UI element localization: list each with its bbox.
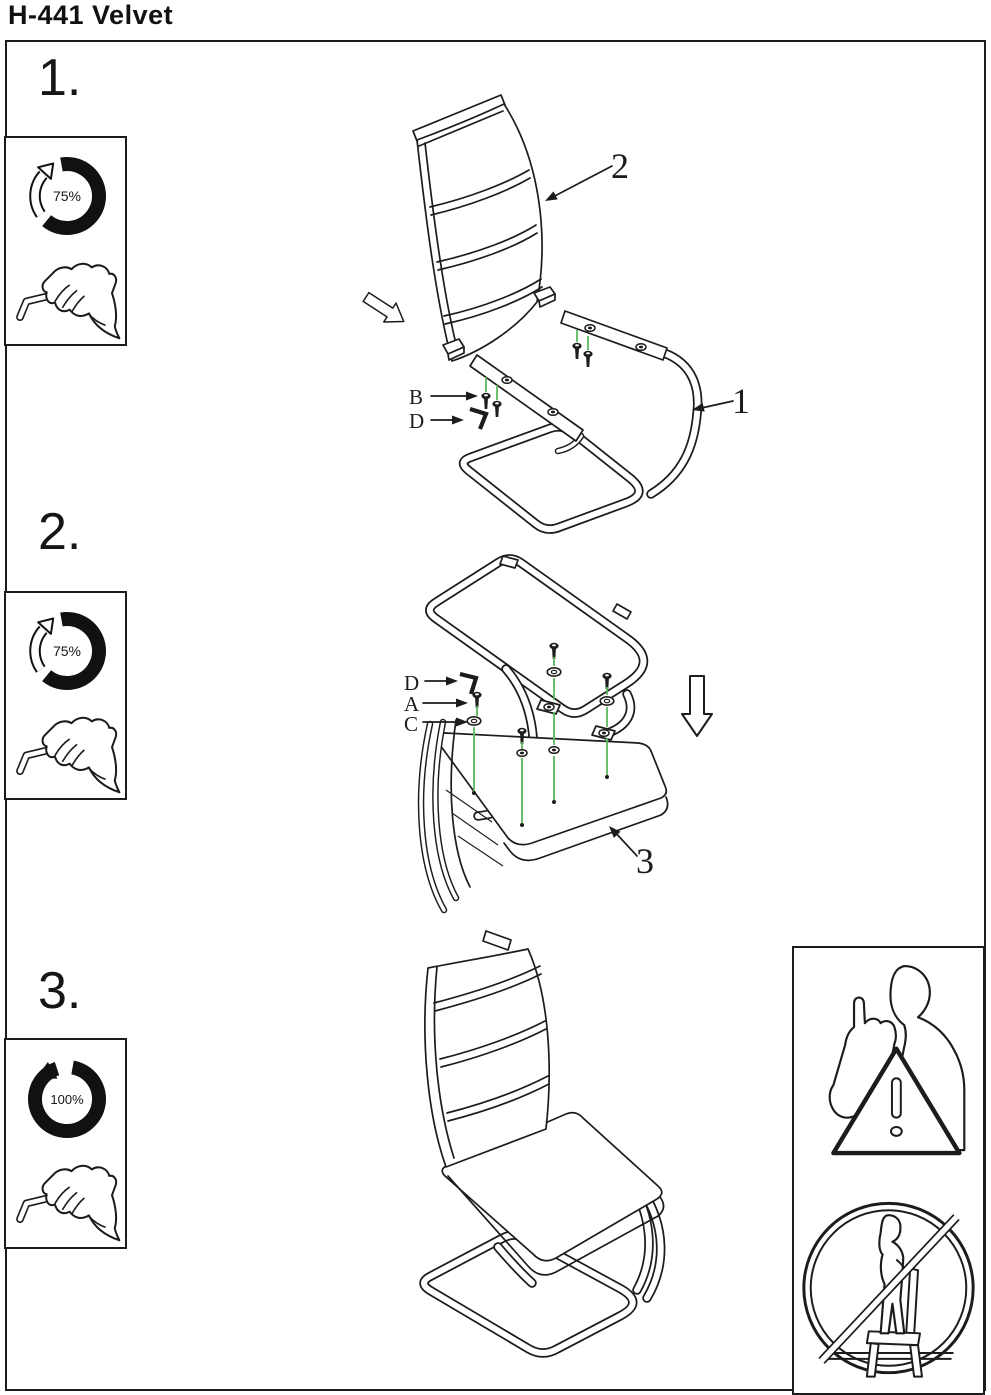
step-3-number: 3.: [38, 962, 82, 1020]
backrest-hanging: [417, 718, 504, 914]
screw-guides-step1: [469, 330, 593, 430]
screw-a-icon: [472, 691, 482, 708]
step-1-number: 1.: [38, 49, 82, 107]
part-label-frame: 1: [732, 381, 750, 421]
torque-label: 75%: [52, 643, 80, 659]
attention-person-warning-icon: [828, 964, 966, 1156]
page-title: H-441 Velvet: [8, 0, 174, 30]
washer-c-icon: [466, 715, 482, 727]
hardware-label-c: C: [404, 712, 418, 736]
screw-guides-step2: [459, 642, 615, 827]
step2-tool-box: 75%: [4, 591, 127, 800]
torque-label: 100%: [50, 1092, 84, 1107]
no-standing-on-chair-icon: [802, 1201, 975, 1378]
step-2-number: 2.: [38, 503, 82, 561]
hand-allen-key-icon: [15, 262, 120, 339]
press-down-arrow-icon: [681, 675, 713, 737]
hardware-label-a: A: [404, 692, 420, 716]
rotation-75-icon: 75%: [27, 157, 106, 236]
screw-b-icon: [481, 392, 491, 409]
rotation-75-icon: 75%: [27, 612, 106, 690]
seat-cushion: [441, 1111, 663, 1262]
allen-key-glyph: [469, 406, 489, 430]
part-label-backrest: 2: [611, 146, 629, 186]
hand-allen-key-icon: [15, 716, 120, 794]
hardware-label-b: B: [409, 385, 423, 409]
hand-allen-key-icon: [15, 1165, 120, 1242]
insert-direction-arrow-icon: [359, 286, 411, 332]
hardware-label-d: D: [409, 409, 424, 433]
hardware-label-d2: D: [404, 671, 419, 695]
step3-tool-box: 100%: [4, 1038, 127, 1249]
warning-box: [792, 946, 985, 1395]
step1-illustration: 2 1 B D: [359, 94, 750, 534]
step1-tool-box: 75%: [4, 136, 127, 346]
seat-rail-left: [469, 354, 584, 442]
torque-label: 75%: [52, 188, 80, 204]
step3-assembled-chair: [419, 930, 666, 1358]
step2-illustration: D A C 3: [404, 554, 713, 914]
backrest-cushion: [424, 948, 551, 1168]
backrest-part: [412, 94, 556, 362]
seat-part: [437, 732, 669, 862]
base-frame-part: [458, 310, 703, 534]
part-label-seat: 3: [636, 841, 654, 881]
allen-key-glyph: [459, 671, 479, 695]
rotation-100-icon: 100%: [27, 1059, 106, 1138]
